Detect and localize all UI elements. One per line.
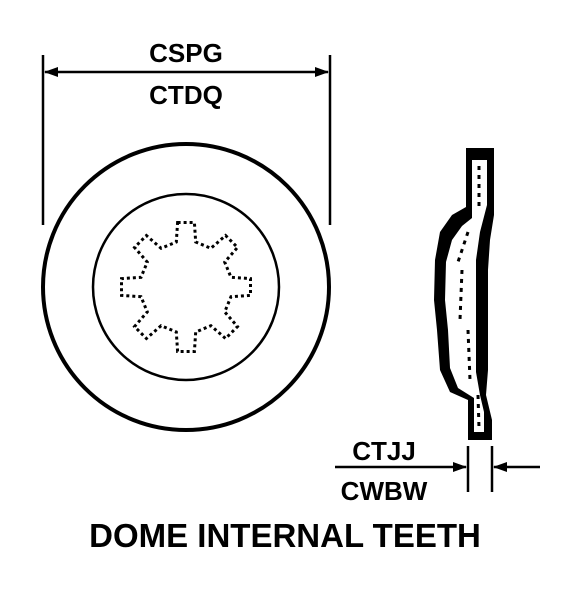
washer-side-view [434, 148, 494, 440]
thickness-label-top: CTJJ [352, 436, 416, 466]
diameter-dimension: CSPG CTDQ [41, 38, 332, 225]
section-dashes [456, 166, 481, 429]
dome-boundary [91, 192, 281, 382]
thickness-label-bottom: CWBW [341, 476, 428, 506]
outer-rim [41, 142, 331, 432]
internal-teeth-outline [120, 221, 252, 353]
washer-front-view [41, 142, 331, 432]
section-hatch [445, 160, 487, 432]
caption: DOME INTERNAL TEETH [89, 517, 481, 554]
diameter-label-top: CSPG [149, 38, 223, 68]
diameter-label-bottom: CTDQ [149, 80, 223, 110]
thickness-dimension: CTJJ CWBW [335, 436, 540, 506]
